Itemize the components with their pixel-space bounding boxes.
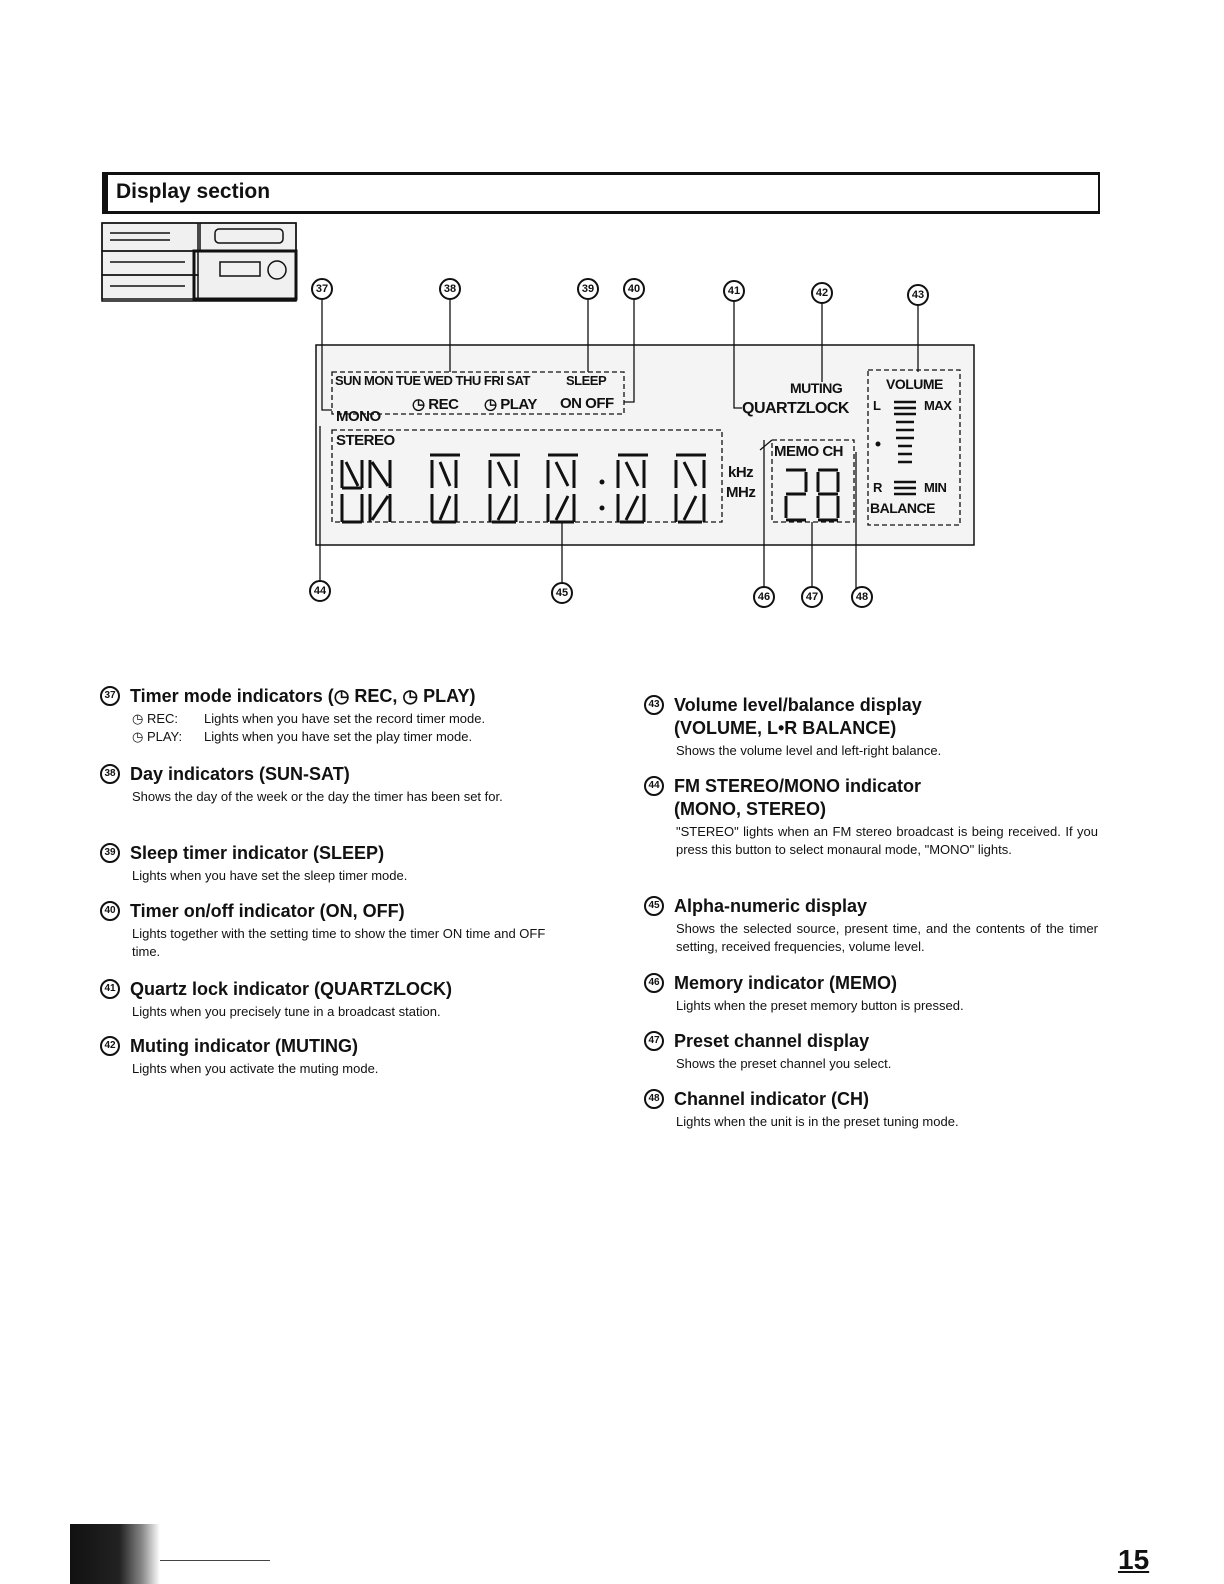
item-number: 43 — [644, 695, 664, 715]
desc-item-39: 39 Sleep timer indicator (SLEEP) Lights … — [100, 842, 570, 885]
item-body: Lights when you precisely tune in a broa… — [132, 1004, 441, 1019]
item-body: "STEREO" lights when an FM stereo broadc… — [676, 824, 1098, 857]
item-number: 40 — [100, 901, 120, 921]
desc-item-38: 38 Day indicators (SUN-SAT) Shows the da… — [100, 763, 570, 806]
diagram-lines — [101, 222, 975, 590]
item-number: 45 — [644, 896, 664, 916]
mono-indicator: MONO — [336, 408, 381, 425]
desc-item-47: 47 Preset channel display Shows the pres… — [644, 1030, 1114, 1073]
desc-item-45: 45 Alpha-numeric display Shows the selec… — [644, 895, 1098, 956]
item-body: Lights when the preset memory button is … — [676, 998, 964, 1013]
sleep-indicator: SLEEP — [566, 373, 607, 388]
item-number: 47 — [644, 1031, 664, 1051]
item-body: Lights when you activate the muting mode… — [132, 1061, 379, 1076]
item-title: Timer mode indicators (◷ REC, ◷ PLAY) — [130, 686, 476, 706]
quartzlock-indicator: QUARTZLOCK — [742, 400, 849, 417]
section-title: Display section — [116, 180, 271, 203]
play-key: ◷ PLAY: — [132, 729, 183, 744]
item-title: Preset channel display — [674, 1031, 870, 1051]
on-off-indicator: ON OFF — [560, 395, 614, 412]
callout-37: 37 — [311, 278, 333, 300]
item-number: 41 — [100, 979, 120, 999]
rec-desc: Lights when you have set the record time… — [204, 711, 486, 726]
item-title: Timer on/off indicator (ON, OFF) — [130, 901, 405, 921]
item-title: Day indicators (SUN-SAT) — [130, 764, 350, 784]
item-body: Shows the selected source, present time,… — [676, 921, 1098, 954]
khz-indicator: kHz — [728, 464, 754, 481]
callout-39: 39 — [577, 278, 599, 300]
callout-47: 47 — [801, 586, 823, 608]
callout-38: 38 — [439, 278, 461, 300]
desc-item-44: 44 FM STEREO/MONO indicator (MONO, STERE… — [644, 775, 1098, 859]
max-label: MAX — [924, 398, 952, 413]
callout-46: 46 — [753, 586, 775, 608]
item-title: Memory indicator (MEMO) — [674, 973, 898, 993]
item-body: Shows the preset channel you select. — [676, 1056, 892, 1071]
item-body: Lights when you have set the sleep timer… — [132, 868, 408, 883]
min-label: MIN — [924, 480, 947, 495]
item-title: FM STEREO/MONO indicator — [674, 776, 922, 796]
desc-item-42: 42 Muting indicator (MUTING) Lights when… — [100, 1035, 570, 1078]
section-header: Display section — [102, 172, 1100, 214]
desc-item-41: 41 Quartz lock indicator (QUARTZLOCK) Li… — [100, 978, 570, 1021]
right-label: R — [873, 480, 882, 495]
balance-label: BALANCE — [870, 500, 935, 516]
item-number: 38 — [100, 764, 120, 784]
desc-item-37: 37 Timer mode indicators (◷ REC, ◷ PLAY)… — [100, 685, 570, 746]
callout-48: 48 — [851, 586, 873, 608]
item-title: Channel indicator (CH) — [674, 1089, 870, 1109]
item-body: Shows the volume level and left-right ba… — [676, 743, 942, 758]
days-indicator: SUN MON TUE WED THU FRI SAT — [335, 373, 530, 388]
volume-label: VOLUME — [886, 376, 943, 392]
item-body: ◷ REC: Lights when you have set the recor… — [132, 710, 570, 746]
callout-44: 44 — [309, 580, 331, 602]
item-title: Muting indicator (MUTING) — [130, 1036, 358, 1056]
volume-bars — [894, 400, 916, 496]
item-title: Alpha-numeric display — [674, 896, 868, 916]
callout-45: 45 — [551, 582, 573, 604]
left-label: L — [873, 398, 881, 413]
item-number: 46 — [644, 973, 664, 993]
item-number: 42 — [100, 1036, 120, 1056]
play-desc: Lights when you have set the play timer … — [204, 729, 473, 744]
item-title: Volume level/balance display — [674, 695, 922, 715]
item-number: 39 — [100, 843, 120, 863]
rec-key: ◷ REC: — [132, 711, 179, 726]
item-title-2: (MONO, STEREO) — [674, 799, 826, 819]
stereo-indicator: STEREO — [336, 432, 395, 449]
desc-item-48: 48 Channel indicator (CH) Lights when th… — [644, 1088, 1114, 1131]
callout-42: 42 — [811, 282, 833, 304]
memo-ch-indicator: MEMO CH — [774, 443, 844, 460]
stereo-system-icon — [101, 222, 298, 302]
item-body: Shows the day of the week or the day the… — [132, 789, 503, 804]
header-bar — [104, 175, 108, 211]
item-title: Quartz lock indicator (QUARTZLOCK) — [130, 979, 453, 999]
item-body: Lights together with the setting time to… — [132, 926, 546, 959]
display-diagram: SUN MON TUE WED THU FRI SAT SLEEP ◷ REC … — [0, 0, 1224, 640]
alphanumeric-digits — [340, 453, 840, 524]
callout-40: 40 — [623, 278, 645, 300]
callout-41: 41 — [723, 280, 745, 302]
desc-item-46: 46 Memory indicator (MEMO) Lights when t… — [644, 972, 1114, 1015]
scan-line — [160, 1560, 270, 1561]
item-body: Lights when the unit is in the preset tu… — [676, 1114, 959, 1129]
mhz-indicator: MHz — [726, 484, 756, 501]
desc-item-40: 40 Timer on/off indicator (ON, OFF) Ligh… — [100, 900, 570, 961]
item-number: 37 — [100, 686, 120, 706]
item-number: 44 — [644, 776, 664, 796]
page-number: 15 — [1118, 1544, 1150, 1575]
callout-43: 43 — [907, 284, 929, 306]
item-title: Sleep timer indicator (SLEEP) — [130, 843, 385, 863]
scan-artifact — [70, 1524, 160, 1584]
play-indicator: ◷ PLAY — [484, 396, 537, 413]
desc-item-43: 43 Volume level/balance display (VOLUME,… — [644, 694, 1114, 760]
rec-indicator: ◷ REC — [412, 396, 459, 413]
muting-indicator: MUTING — [790, 380, 843, 396]
item-number: 48 — [644, 1089, 664, 1109]
item-title-2: (VOLUME, L•R BALANCE) — [674, 718, 897, 738]
